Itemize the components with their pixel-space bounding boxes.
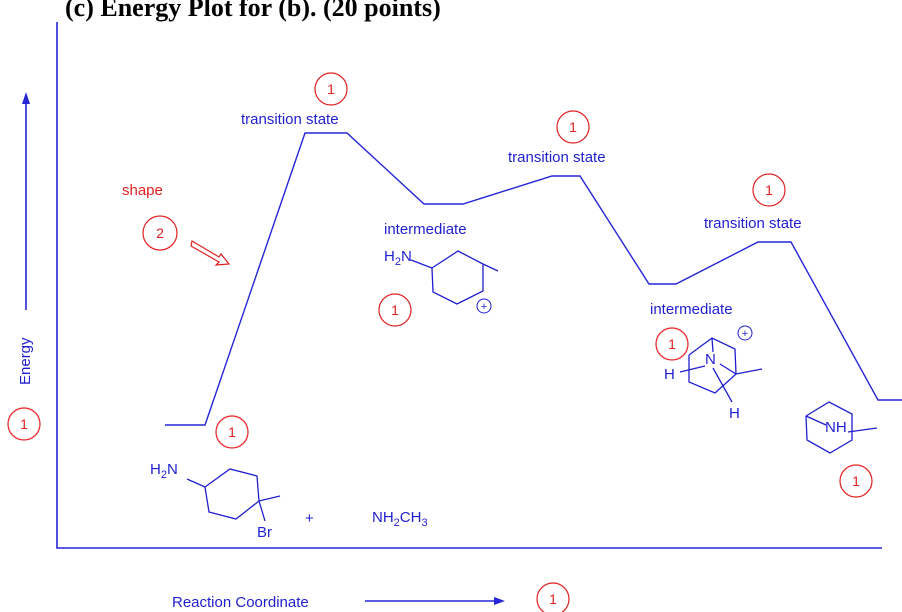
svg-text:+: + xyxy=(481,301,487,313)
intermediate-2-molecule: N H H + xyxy=(664,325,763,422)
reaction-coordinate-label: Reaction Coordinate xyxy=(172,594,309,611)
score-mark-intermediate-1: 1 xyxy=(378,293,412,327)
score-mark-energy: 1 xyxy=(7,407,41,441)
svg-text:1: 1 xyxy=(391,302,399,318)
score-mark-reactant: 1 xyxy=(215,415,249,449)
axes-frame xyxy=(56,22,882,549)
shape-label: shape xyxy=(122,182,163,199)
score-mark-ts3: 1 xyxy=(752,173,786,207)
svg-text:H2N: H2N xyxy=(384,248,412,268)
transition-state-3-label: transition state xyxy=(704,215,802,232)
transition-state-1-label: transition state xyxy=(241,111,339,128)
svg-text:1: 1 xyxy=(668,336,676,352)
svg-text:1: 1 xyxy=(765,182,773,198)
plus-sign: + xyxy=(305,510,314,527)
reaction-coordinate-arrow xyxy=(365,597,505,605)
intermediate-2-label: intermediate xyxy=(650,301,733,318)
score-mark-reaction-coordinate: 1 xyxy=(536,582,570,612)
svg-text:N: N xyxy=(705,351,716,368)
reactant-molecule: H2N Br xyxy=(150,461,281,541)
svg-text:1: 1 xyxy=(852,473,860,489)
score-mark-product: 1 xyxy=(839,464,873,498)
score-mark-ts1: 1 xyxy=(314,72,348,106)
score-mark-ts2: 1 xyxy=(556,110,590,144)
svg-text:H: H xyxy=(729,405,740,422)
svg-text:1: 1 xyxy=(228,424,236,440)
intermediate-1-molecule: H2N + xyxy=(384,248,499,314)
energy-axis-arrow xyxy=(22,92,30,310)
svg-text:1: 1 xyxy=(20,416,28,432)
reagent-methylamine: NH2CH3 xyxy=(372,509,428,529)
product-molecule: NH xyxy=(805,401,878,454)
score-mark-intermediate-2: 1 xyxy=(655,327,689,361)
svg-text:1: 1 xyxy=(327,81,335,97)
page-title: (c) Energy Plot for (b). (20 points) xyxy=(65,0,441,22)
transition-state-2-label: transition state xyxy=(508,149,606,166)
intermediate-1-label: intermediate xyxy=(384,221,467,238)
svg-text:H: H xyxy=(664,366,675,383)
score-mark-shape: 2 xyxy=(142,215,178,251)
svg-text:+: + xyxy=(742,328,748,340)
energy-curve xyxy=(165,132,902,426)
energy-axis-label: Energy xyxy=(17,337,34,385)
svg-text:Br: Br xyxy=(257,524,272,541)
svg-text:H2N: H2N xyxy=(150,461,178,481)
shape-arrow xyxy=(190,240,231,266)
svg-text:1: 1 xyxy=(569,119,577,135)
svg-text:2: 2 xyxy=(156,225,164,241)
svg-text:NH: NH xyxy=(825,419,847,436)
svg-text:1: 1 xyxy=(549,591,557,607)
